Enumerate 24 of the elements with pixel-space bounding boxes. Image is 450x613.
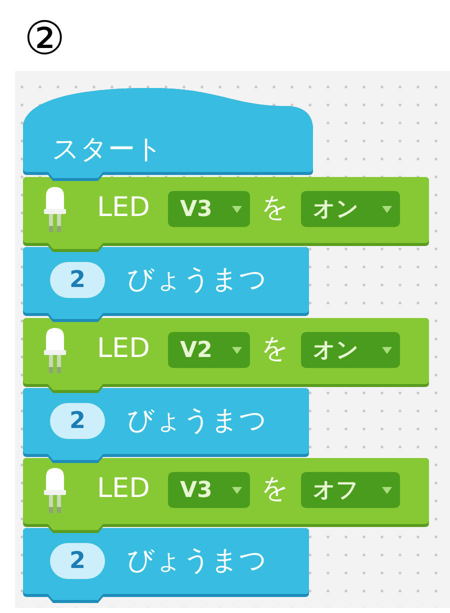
wait-command-block [23, 528, 309, 603]
dropdown-menu: オン [301, 332, 400, 368]
block-label: LED [97, 192, 150, 224]
wait-command-block [23, 247, 309, 322]
block-label: びょうまつ [127, 264, 267, 296]
led-command-block [23, 458, 429, 533]
block-label: LED [97, 473, 150, 505]
dropdown-menu: オン [301, 191, 400, 227]
dropdown-menu: V2 [168, 332, 250, 368]
block-label: びょうまつ [127, 545, 267, 577]
dropdown-menu: V3 [168, 191, 250, 227]
block-label: LED [97, 333, 150, 365]
block-label: を [261, 192, 289, 224]
block-label: スタート [52, 134, 163, 166]
block-label: びょうまつ [127, 405, 267, 437]
step-number: ② [24, 12, 66, 64]
start-hat-block [23, 86, 313, 181]
block-label: を [261, 473, 289, 505]
led-command-block [23, 318, 429, 393]
dropdown-menu: オフ [301, 472, 400, 508]
dropdown-menu: V3 [168, 472, 250, 508]
wait-command-block [23, 388, 309, 463]
led-command-block [23, 177, 429, 252]
block-label: を [261, 333, 289, 365]
